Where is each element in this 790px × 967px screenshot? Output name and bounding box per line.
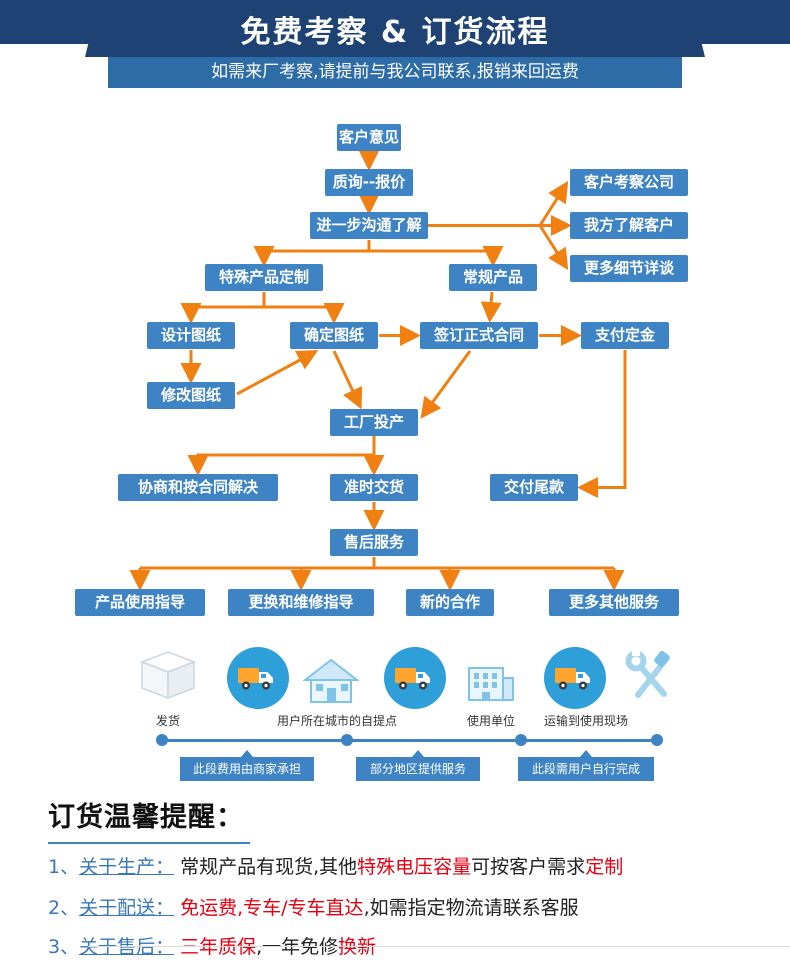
timeline-line xyxy=(160,739,658,742)
header-subtitle: 如需来厂考察,请提前与我公司联系,报销来回运费 xyxy=(108,57,682,88)
reminder-item-shipping: 2、关于配送：免运费,专车/专车直达,如需指定物流请联系客服 xyxy=(48,893,579,920)
text-part: 常规产品有现货,其他 xyxy=(180,856,358,878)
segment-label-user: 此段需用户自行完成 xyxy=(518,750,654,781)
tools-icon xyxy=(625,648,670,698)
flow-node-design-drawing: 设计图纸 xyxy=(147,322,235,349)
reminder-item-aftersales: 3、关于售后：三年质保,一年免修换新 xyxy=(48,932,376,959)
segment-label-merchant: 此段费用由商家承担 xyxy=(180,750,314,781)
flow-node-factory-production: 工厂投产 xyxy=(330,409,418,436)
flow-node-customer-opinion: 客户意见 xyxy=(337,124,401,151)
flow-node-pay-balance: 交付尾款 xyxy=(490,474,578,501)
flow-node-repair-guidance: 更换和维修指导 xyxy=(228,589,374,616)
item-number: 3、 xyxy=(48,936,80,958)
flow-node-new-cooperation: 新的合作 xyxy=(406,589,494,616)
bottom-divider xyxy=(88,946,790,947)
station-label-ship: 发货 xyxy=(155,714,181,728)
flow-node-modify-drawing: 修改图纸 xyxy=(147,382,235,409)
page-title: 免费考察 & 订货流程 xyxy=(240,14,550,50)
timeline-dot xyxy=(156,734,168,746)
text-part: 三年质保 xyxy=(180,936,257,958)
item-label: 关于生产： xyxy=(79,856,175,878)
flow-node-inquiry-quote: 质询--报价 xyxy=(325,169,413,196)
segment-label-partial: 部分地区提供服务 xyxy=(356,750,480,781)
text-part: ,如需指定物流请联系客服 xyxy=(363,897,579,919)
timeline-dot xyxy=(651,734,663,746)
factory-icon xyxy=(468,667,514,701)
flow-node-on-time-delivery: 准时交货 xyxy=(330,474,418,501)
item-label: 关于售后： xyxy=(79,936,175,958)
text-part: 免运费,专车/专车直达 xyxy=(180,897,364,919)
station-label-transport: 运输到使用现场 xyxy=(543,714,629,728)
flow-node-confirm-drawing: 确定图纸 xyxy=(290,322,378,349)
flow-node-further-communication: 进一步沟通了解 xyxy=(310,212,428,239)
text-part: ,一年免修 xyxy=(256,936,339,958)
flow-node-more-details: 更多细节详谈 xyxy=(570,255,688,282)
flow-connectors xyxy=(129,150,627,591)
flow-node-client-visit-company: 客户考察公司 xyxy=(570,169,688,196)
truck-icon xyxy=(544,647,606,709)
flow-node-custom-product: 特殊产品定制 xyxy=(205,264,323,291)
flow-node-usage-guidance: 产品使用指导 xyxy=(75,589,205,616)
flow-node-regular-product: 常规产品 xyxy=(449,264,537,291)
reminder-title: 订货温馨提醒： xyxy=(48,802,244,833)
truck-icon xyxy=(227,647,289,709)
reminder-item-production: 1、关于生产：常规产品有现货,其他特殊电压容量可按客户需求定制 xyxy=(48,852,623,879)
timeline-dot xyxy=(515,734,527,746)
title-underline xyxy=(48,842,250,844)
item-label: 关于配送： xyxy=(79,897,175,919)
reminder-section: 订货温馨提醒： 1、关于生产：常规产品有现货,其他特殊电压容量可按客户需求定制 … xyxy=(48,795,763,958)
flow-node-more-services: 更多其他服务 xyxy=(549,589,679,616)
header-title-band: 免费考察 & 订货流程 xyxy=(85,0,705,57)
text-part: 可按客户需求 xyxy=(471,856,586,878)
text-part: 特殊电压容量 xyxy=(357,856,472,878)
flow-node-we-know-client: 我方了解客户 xyxy=(570,212,688,239)
item-number: 2、 xyxy=(48,897,80,919)
text-part: 换新 xyxy=(338,936,377,958)
station-label-pickup: 用户所在城市的自提点 xyxy=(276,714,398,728)
flow-node-pay-deposit: 支付定金 xyxy=(581,322,669,349)
item-number: 1、 xyxy=(48,856,80,878)
truck-icon xyxy=(384,647,446,709)
timeline-dot xyxy=(341,734,353,746)
text-part: 定制 xyxy=(585,856,624,878)
flow-node-negotiate-resolve: 协商和按合同解决 xyxy=(118,474,278,501)
house-icon xyxy=(303,658,359,703)
flow-node-sign-contract: 签订正式合同 xyxy=(420,322,538,349)
station-label-user-unit: 使用单位 xyxy=(466,714,516,728)
package-icon xyxy=(139,651,197,700)
flow-node-after-sales: 售后服务 xyxy=(330,529,418,556)
